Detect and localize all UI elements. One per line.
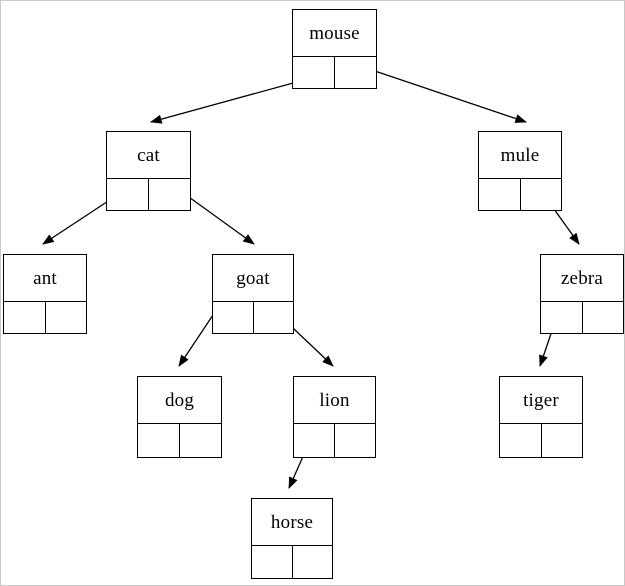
left-pointer-cell[interactable] xyxy=(252,546,293,578)
tree-node-pointer-row xyxy=(293,56,376,88)
tree-node-cat[interactable]: cat xyxy=(106,131,191,211)
tree-node-lion[interactable]: lion xyxy=(293,376,376,458)
right-pointer-cell[interactable] xyxy=(293,546,333,578)
tree-node-pointer-row xyxy=(4,301,86,333)
left-pointer-cell[interactable] xyxy=(541,302,583,333)
right-pointer-cell[interactable] xyxy=(583,302,624,333)
left-pointer-cell[interactable] xyxy=(4,302,46,333)
tree-node-label: mule xyxy=(479,132,561,178)
tree-node-label: lion xyxy=(294,377,375,423)
tree-node-label: dog xyxy=(138,377,221,423)
tree-node-label: horse xyxy=(252,499,332,545)
tree-node-pointer-row xyxy=(479,178,561,210)
tree-node-tiger[interactable]: tiger xyxy=(499,376,583,458)
left-pointer-cell[interactable] xyxy=(213,302,254,333)
left-pointer-cell[interactable] xyxy=(293,57,335,88)
tree-node-pointer-row xyxy=(213,301,293,333)
tree-node-pointer-row xyxy=(541,301,623,333)
left-pointer-cell[interactable] xyxy=(294,424,335,457)
tree-node-ant[interactable]: ant xyxy=(3,254,87,334)
tree-node-label: mouse xyxy=(293,10,376,56)
left-pointer-cell[interactable] xyxy=(138,424,180,457)
right-pointer-cell[interactable] xyxy=(46,302,87,333)
tree-node-label: goat xyxy=(213,255,293,301)
tree-node-pointer-row xyxy=(252,545,332,578)
right-pointer-cell[interactable] xyxy=(335,57,376,88)
right-pointer-cell[interactable] xyxy=(521,179,562,210)
tree-node-pointer-row xyxy=(294,423,375,457)
right-pointer-cell[interactable] xyxy=(180,424,221,457)
right-pointer-cell[interactable] xyxy=(335,424,375,457)
left-pointer-cell[interactable] xyxy=(500,424,542,457)
tree-node-label: ant xyxy=(4,255,86,301)
tree-node-horse[interactable]: horse xyxy=(251,498,333,579)
edge-mouse-mule xyxy=(353,63,527,123)
tree-node-dog[interactable]: dog xyxy=(137,376,222,458)
tree-node-label: zebra xyxy=(541,255,623,301)
tree-node-goat[interactable]: goat xyxy=(212,254,294,334)
right-pointer-cell[interactable] xyxy=(254,302,294,333)
tree-node-mule[interactable]: mule xyxy=(478,131,562,211)
tree-node-label: tiger xyxy=(500,377,582,423)
tree-node-mouse[interactable]: mouse xyxy=(292,9,377,89)
left-pointer-cell[interactable] xyxy=(479,179,521,210)
tree-node-zebra[interactable]: zebra xyxy=(540,254,624,334)
tree-node-pointer-row xyxy=(138,423,221,457)
tree-node-label: cat xyxy=(107,132,190,178)
right-pointer-cell[interactable] xyxy=(149,179,190,210)
tree-node-pointer-row xyxy=(500,423,582,457)
tree-node-pointer-row xyxy=(107,178,190,210)
left-pointer-cell[interactable] xyxy=(107,179,149,210)
right-pointer-cell[interactable] xyxy=(542,424,583,457)
